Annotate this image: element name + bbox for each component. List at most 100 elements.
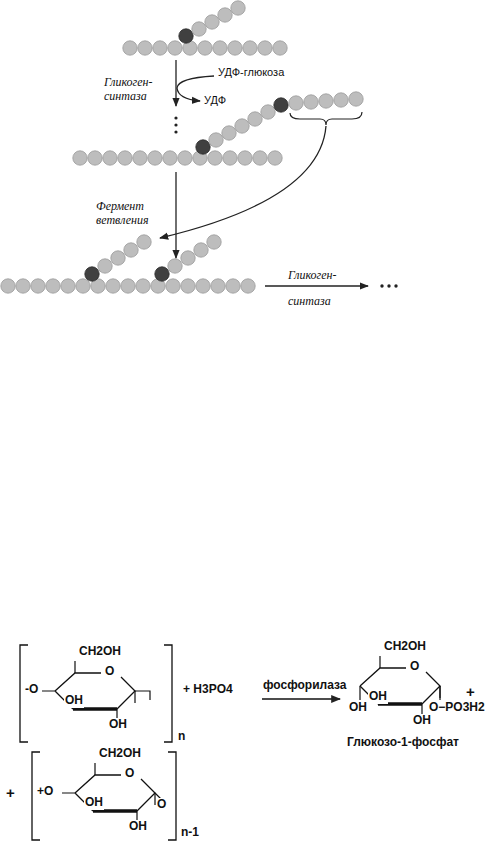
glucose-bead (208, 151, 222, 165)
glucose-bead (163, 151, 177, 165)
glucose-bead (133, 151, 147, 165)
glucose-bead (103, 151, 117, 165)
glucose-bead (228, 41, 242, 55)
glucose-bead (248, 112, 262, 126)
glucose-bead (289, 96, 303, 110)
enzyme-name: Гликоген- синтаза (288, 262, 350, 314)
glucose-bead (98, 259, 112, 273)
glucose-bead (31, 279, 45, 293)
bracket (290, 112, 362, 125)
reagent-formula: + H3PO4 (182, 683, 234, 697)
group-formula: OH (348, 701, 368, 715)
atom-label: O (409, 660, 420, 674)
glucose-bead (16, 279, 30, 293)
glucose-bead (1, 279, 15, 293)
glucose-bead (123, 41, 137, 55)
glucose-bead (304, 95, 318, 109)
group-formula: CH2OH (383, 640, 427, 654)
glucose-bead (168, 41, 182, 55)
glucose-beads (1, 1, 363, 293)
glucose-bead (178, 151, 192, 165)
glucose-bead (148, 151, 162, 165)
glucose-bead (88, 151, 102, 165)
atom-label: O (104, 665, 115, 679)
glucose-bead (46, 279, 60, 293)
glucose-bead (218, 8, 232, 22)
branch-point-bead (155, 267, 169, 281)
glucose-bead (181, 251, 195, 265)
product-name: Глюкозо-1-фосфат (346, 736, 460, 750)
glucose-bead (166, 279, 180, 293)
glucose-bead (192, 22, 206, 36)
group-formula: OH (108, 718, 128, 732)
enzyme-name: Гликоген- синтаза (104, 76, 166, 104)
group-formula: CH2OH (98, 747, 142, 761)
glucose-bead (213, 41, 227, 55)
glucose-bead (243, 41, 257, 55)
group-formula: OH (84, 796, 104, 810)
reaction-arrow (262, 698, 340, 699)
group-formula: O−PO3H2 (428, 701, 486, 715)
glucose-bead (273, 41, 287, 55)
glucose-bead (231, 1, 245, 15)
glucose-bead (118, 151, 132, 165)
glucose-bead (168, 259, 182, 273)
glucose-bead (223, 151, 237, 165)
glucose-bead (136, 279, 150, 293)
atom-label: O (156, 798, 167, 812)
glucose-bead (222, 126, 236, 140)
glucose-bead (137, 235, 151, 249)
glucose-bead (73, 151, 87, 165)
atom-label: +O (36, 785, 54, 799)
reaction-arrow (265, 285, 368, 286)
transfer-arrow (160, 126, 326, 238)
polymer-bracket (32, 752, 176, 840)
glucose-bead (209, 133, 223, 147)
index-label: n (177, 730, 186, 744)
glucose-bead (226, 279, 240, 293)
reaction-arrow (175, 172, 176, 258)
plus-sign: + (6, 784, 15, 801)
glucose-bead (235, 119, 249, 133)
substrate-name: УДФ-глюкоза (218, 66, 284, 79)
polymer-bracket (20, 645, 172, 742)
glucose-bead (111, 251, 125, 265)
group-formula: OH (368, 690, 388, 704)
glucose-bead (181, 279, 195, 293)
glucose-bead (198, 41, 212, 55)
glucose-bead (258, 41, 272, 55)
enzyme-name: фосфорилаза (262, 679, 348, 693)
glucose-bead (334, 93, 348, 107)
group-formula: OH (412, 714, 432, 728)
product-name: УДФ (204, 94, 226, 107)
glucose-bead (238, 151, 252, 165)
glucose-bead (106, 279, 120, 293)
glucose-bead (196, 279, 210, 293)
glucose-bead (124, 243, 138, 257)
group-formula: OH (128, 820, 148, 834)
branch-point-bead (179, 29, 193, 43)
glucose-bead (319, 94, 333, 108)
branch-point-bead (196, 140, 210, 154)
atom-label: -O (24, 683, 39, 697)
glucose-bead (153, 41, 167, 55)
glucose-bead (253, 151, 267, 165)
glucose-bead (194, 243, 208, 257)
glucose-bead (268, 151, 282, 165)
index-label: n-1 (180, 826, 200, 840)
atom-label: O (124, 767, 135, 781)
glucose-bead (121, 279, 135, 293)
branch-point-bead (85, 267, 99, 281)
glucose-bead (207, 235, 221, 249)
glucose-bead (241, 279, 255, 293)
glucose-bead (76, 279, 90, 293)
glucose-bead (261, 105, 275, 119)
glucose-bead (138, 41, 152, 55)
glucose-bead (61, 279, 75, 293)
reaction-arrow (175, 60, 176, 106)
branch-point-bead (274, 98, 288, 112)
glucose-bead (349, 92, 363, 106)
enzyme-name: Фермент ветвления (96, 200, 158, 228)
plus-sign: + (466, 683, 475, 700)
glucose-bead (211, 279, 225, 293)
